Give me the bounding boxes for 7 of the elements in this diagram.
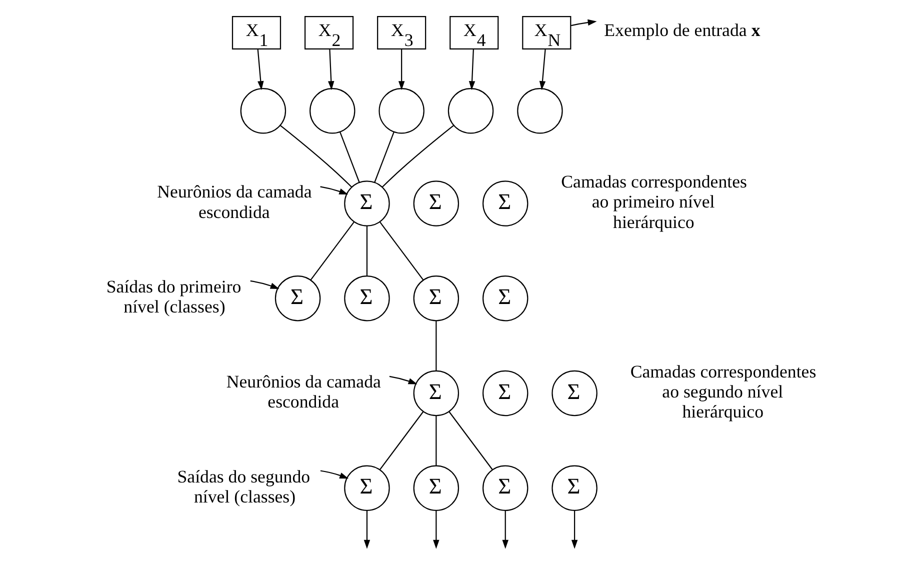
node-text: Saídas do segundo nível (classes) <box>176 466 310 506</box>
node-text: Neurônios da camada escondida <box>226 371 380 412</box>
label: Camadas correspondentes ao segundo nível hierárquico <box>630 361 816 422</box>
node-text: Exemplo de entrada x <box>604 20 760 40</box>
node-text: Neurônios da camada escondida <box>156 182 312 222</box>
node-text: Saídas do primeiro nível (classes) <box>106 276 241 317</box>
label: Camadas correspondentes ao primeiro nível hierárquico <box>560 172 746 232</box>
